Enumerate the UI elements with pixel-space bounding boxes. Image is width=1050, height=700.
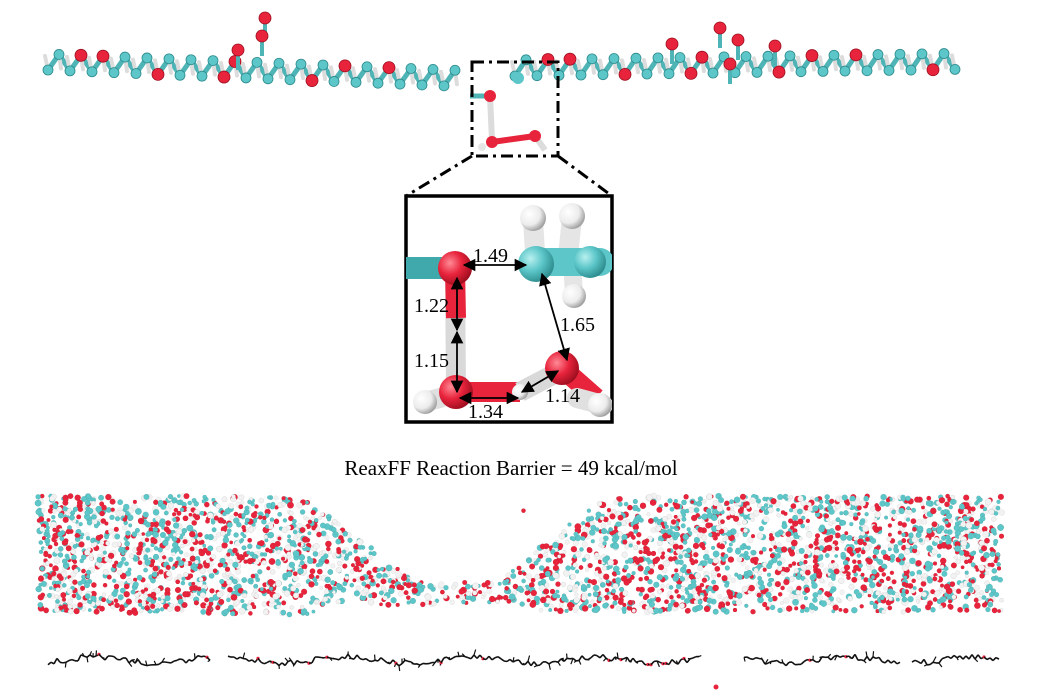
distance-arrow-5 [520, 370, 560, 393]
distance-label-2: 1.22 [414, 295, 449, 317]
distance-label-4: 1.65 [560, 314, 595, 336]
distance-arrow-4 [539, 272, 570, 362]
distance-label-5: 1.14 [545, 385, 580, 407]
reaction-barrier-caption: ReaxFF Reaction Barrier = 49 kcal/mol [344, 456, 678, 480]
zoom-region-box [470, 60, 560, 158]
distance-label-3: 1.15 [414, 350, 449, 372]
zoom-connector-right [557, 154, 613, 198]
distance-label-1: 1.49 [473, 245, 508, 267]
distance-label-6: 1.34 [468, 401, 503, 423]
